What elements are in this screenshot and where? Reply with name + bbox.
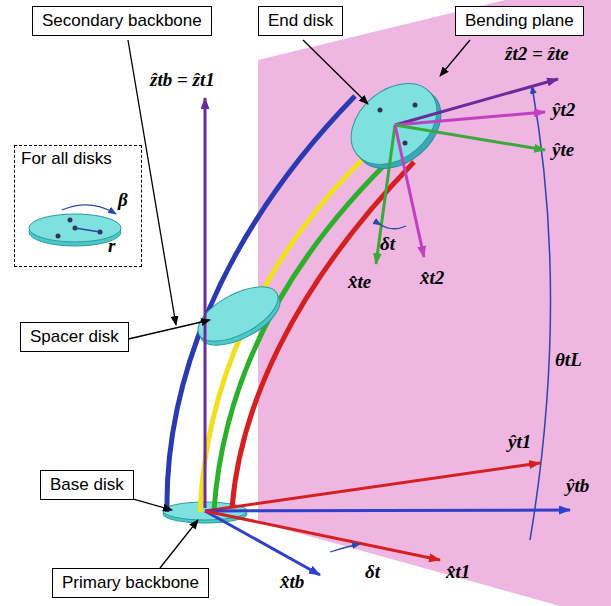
callout-box: End disk	[258, 6, 343, 36]
axis-label: x̂tb	[280, 572, 304, 593]
hole	[403, 141, 408, 146]
angle-label: θtL	[555, 350, 582, 371]
bending-plane	[258, 0, 611, 606]
leader-line	[130, 498, 172, 510]
inset-disk-top	[29, 214, 121, 242]
box-text: End disk	[268, 11, 333, 31]
box-text: For all disks	[21, 149, 135, 169]
axis-arrow	[205, 510, 570, 511]
angle-label: δt	[365, 562, 380, 583]
hole	[56, 234, 61, 239]
box-text: Spacer disk	[30, 327, 119, 347]
axis-label: ŷte	[552, 140, 574, 161]
leader-line	[303, 40, 368, 104]
box-text: Secondary backbone	[42, 11, 202, 31]
axis-label: ŷtb	[566, 476, 589, 497]
axis-arrow	[205, 511, 440, 560]
secondary-backbone	[167, 96, 355, 512]
axis-arrow	[395, 125, 545, 150]
box-text: Base disk	[50, 475, 124, 495]
end-disk-top	[335, 67, 452, 181]
leader-line	[160, 520, 198, 568]
angle-label: δt	[380, 234, 395, 255]
axis-arrow	[395, 112, 545, 125]
callout-box: Primary backbone	[52, 568, 209, 598]
axis-label: ŷt2	[552, 100, 575, 121]
axis-arrow	[395, 79, 558, 125]
hole	[378, 108, 383, 113]
hole	[413, 103, 418, 108]
angle-label: β	[118, 190, 128, 211]
axis-label: x̂te	[348, 272, 371, 293]
theta-arc	[530, 86, 551, 540]
hole	[68, 218, 73, 223]
leader-line	[124, 320, 210, 340]
axis-label: ŷt1	[508, 432, 531, 453]
callout-box: Secondary backbone	[32, 6, 212, 36]
axis-arrow	[205, 463, 540, 511]
callout-box: Bending plane	[455, 6, 584, 36]
beta-arc	[62, 205, 116, 214]
dimension-label: r	[108, 236, 115, 257]
secondary-backbone	[232, 162, 414, 508]
callout-box: Base disk	[40, 470, 134, 500]
box-text: Primary backbone	[62, 573, 199, 593]
delta-arc	[330, 544, 360, 552]
leader-line	[440, 40, 470, 76]
axis-label: ẑt2 = ẑte	[505, 44, 569, 65]
box-text: Bending plane	[465, 11, 574, 31]
axis-arrow	[395, 125, 424, 257]
axis-arrow	[205, 511, 320, 575]
delta-arc	[381, 225, 406, 229]
radius-line	[75, 228, 100, 232]
axis-arrow	[376, 125, 395, 264]
axis-label: x̂t2	[420, 268, 444, 289]
callout-box: Spacer disk	[20, 322, 129, 352]
axis-label: ẑtb = ẑt1	[150, 70, 215, 91]
axis-label: x̂t1	[446, 562, 470, 583]
axis-arrow	[204, 98, 207, 508]
